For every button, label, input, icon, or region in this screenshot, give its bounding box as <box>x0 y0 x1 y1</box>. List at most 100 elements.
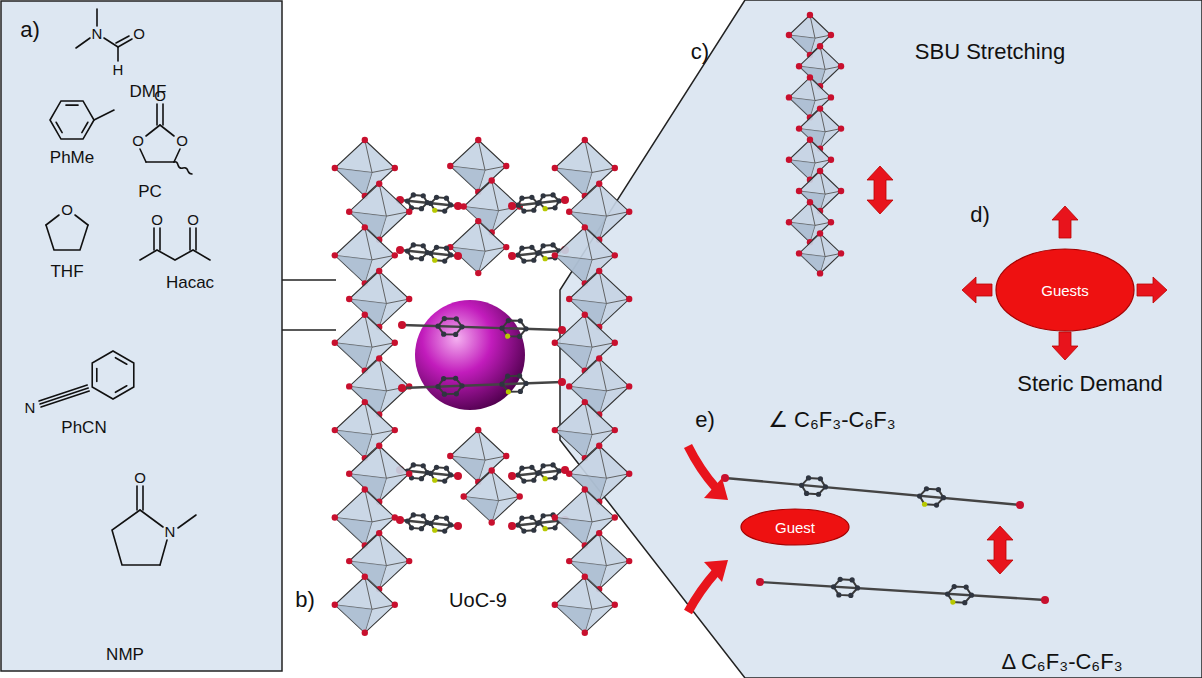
polyhedron <box>335 140 395 196</box>
atom <box>552 525 557 530</box>
text-label: NMP <box>106 646 144 665</box>
oxygen-atom <box>503 244 509 250</box>
linker <box>756 577 1049 606</box>
oxygen-atom <box>454 202 462 210</box>
atom <box>454 391 459 396</box>
oxygen-atom <box>828 94 834 100</box>
linker-bond <box>725 478 1020 505</box>
polyhedron <box>555 577 615 633</box>
oxygen-atom <box>626 383 632 389</box>
atom <box>531 208 536 213</box>
atom <box>922 502 927 507</box>
oxygen-atom <box>596 443 602 449</box>
oxygen-atom <box>454 472 462 480</box>
atom-label: H <box>113 62 124 79</box>
oxygen-atom <box>1041 596 1049 604</box>
atom <box>543 206 548 211</box>
polyhedron <box>349 533 409 589</box>
atom <box>434 195 439 200</box>
oxygen-atom <box>566 471 572 477</box>
atom <box>523 381 528 386</box>
polyhedron <box>349 184 409 240</box>
polyhedron <box>569 446 629 502</box>
sbu-chain <box>447 137 523 277</box>
atom <box>432 258 437 263</box>
atom <box>799 483 804 488</box>
oxygen-atom <box>447 163 453 169</box>
atom <box>448 202 453 207</box>
atom <box>531 478 536 483</box>
linker <box>508 192 569 213</box>
atom <box>550 242 555 247</box>
oxygen-atom <box>612 165 618 171</box>
oxygen-atom <box>582 630 588 636</box>
atom <box>519 516 524 521</box>
atom <box>818 476 823 481</box>
oxygen-atom <box>817 43 823 49</box>
text-label: PhMe <box>50 149 94 168</box>
polyhedron-face <box>555 168 592 196</box>
polyhedron-face <box>450 247 485 273</box>
oxygen-atom <box>454 252 462 260</box>
text-label: THF <box>50 263 83 282</box>
oxygen-atom <box>756 578 764 586</box>
atom <box>831 584 836 589</box>
phenyl-ring <box>502 376 526 392</box>
atom <box>442 316 447 321</box>
bond-line <box>140 149 146 162</box>
bond-line <box>159 228 161 250</box>
bond-line <box>115 386 126 393</box>
atom <box>529 195 534 200</box>
atom <box>506 389 511 394</box>
bond-line <box>40 388 88 404</box>
atom <box>519 196 524 201</box>
atom <box>411 462 416 467</box>
atom <box>521 208 526 213</box>
oxygen-atom <box>582 137 588 143</box>
bond-line <box>142 486 144 510</box>
atom <box>537 470 542 475</box>
atom <box>442 478 447 483</box>
polyhedron-face <box>555 517 592 545</box>
bond-line <box>96 9 98 26</box>
atom <box>519 246 524 251</box>
atom <box>521 258 526 263</box>
atom <box>421 243 426 248</box>
atom <box>505 374 510 379</box>
framework <box>332 137 633 636</box>
phenyl-ring <box>438 378 462 394</box>
atom <box>421 513 426 518</box>
bond-line <box>76 38 90 48</box>
bond-line <box>156 104 158 125</box>
bond-line <box>140 510 163 527</box>
ellipse-shape <box>996 249 1134 331</box>
oxygen-atom <box>626 208 632 214</box>
atom-label: O <box>61 202 73 219</box>
arrow-head <box>704 478 728 500</box>
oxygen-atom <box>517 493 523 499</box>
polyhedron-face <box>450 456 485 482</box>
oxygen-atom <box>503 163 509 169</box>
atom <box>432 208 437 213</box>
text-label: ∠ C₆F₃-C₆F₃ <box>768 408 895 432</box>
oxygen-atom <box>582 312 588 318</box>
text-label: Steric Demand <box>1017 372 1163 396</box>
atom <box>405 198 410 203</box>
oxygen-atom <box>346 383 352 389</box>
atom <box>432 478 437 483</box>
polyhedron-face <box>335 255 372 283</box>
oxygen-atom <box>817 270 823 276</box>
oxygen-atom <box>475 270 481 276</box>
oxygen-atom <box>503 453 509 459</box>
oxygen-atom <box>475 137 481 143</box>
polyhedron <box>335 402 395 458</box>
oxygen-atom <box>346 208 352 214</box>
atom <box>521 478 526 483</box>
atom <box>459 383 464 388</box>
atom <box>936 487 941 492</box>
atom <box>448 252 453 257</box>
atom <box>529 515 534 520</box>
oxygen-atom <box>392 427 398 433</box>
atom <box>444 466 449 471</box>
oxygen-atom <box>454 522 462 530</box>
